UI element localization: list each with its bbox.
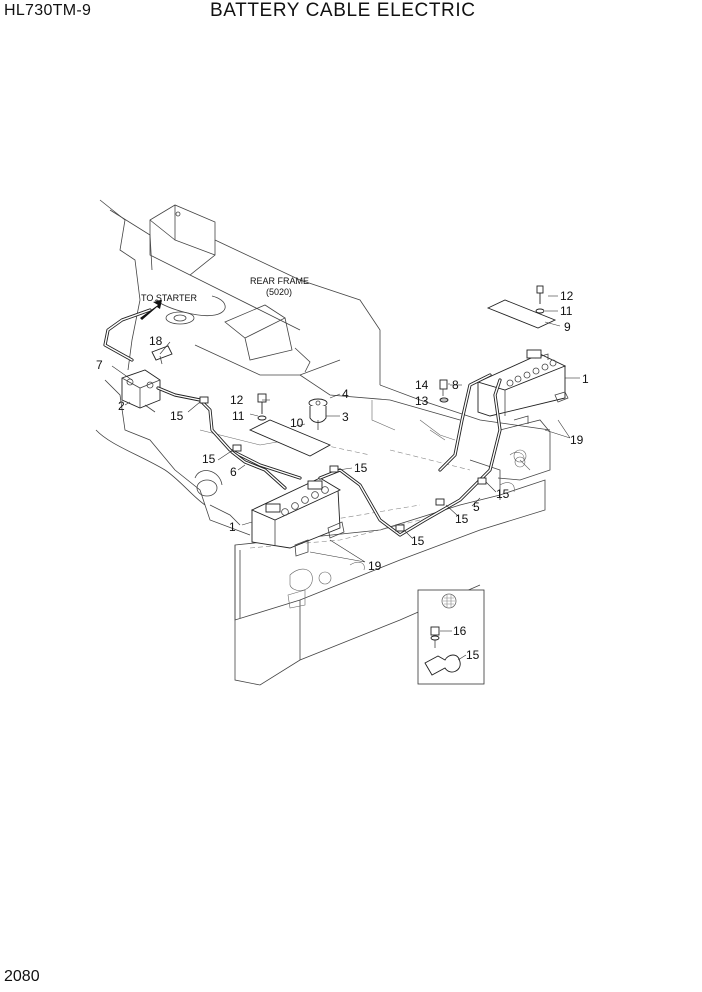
battery-switch xyxy=(308,398,328,430)
rear-frame-code: (5020) xyxy=(266,287,292,297)
callouts: 1 1 2 3 4 5 6 7 8 9 10 11 11 12 12 13 14… xyxy=(96,289,589,573)
detail-callout-15: 15 xyxy=(466,648,480,662)
callout-19-lower: 19 xyxy=(368,559,382,573)
callout-15-c: 15 xyxy=(354,461,368,475)
relay-bracket xyxy=(121,369,161,413)
callout-5: 5 xyxy=(473,500,480,514)
detail-callout-16: 16 xyxy=(453,624,467,638)
cable-clamps xyxy=(199,396,487,532)
leader-lines xyxy=(111,295,580,563)
hold-down-plate-lower xyxy=(248,393,332,457)
callout-6: 6 xyxy=(230,465,237,479)
callout-18: 18 xyxy=(149,334,163,348)
callout-1-upper: 1 xyxy=(582,372,589,386)
callout-12-upper: 12 xyxy=(560,289,574,303)
callout-15-b: 15 xyxy=(202,452,216,466)
callout-14: 14 xyxy=(415,378,429,392)
callout-13: 13 xyxy=(415,394,429,408)
callout-2: 2 xyxy=(118,399,125,413)
battery-upper xyxy=(476,349,569,424)
detail-bolt-icon xyxy=(430,626,440,636)
battery-cables xyxy=(103,300,502,537)
callout-7: 7 xyxy=(96,358,103,372)
callout-11-lower: 11 xyxy=(232,409,245,423)
connector-18 xyxy=(151,345,173,365)
detail-inset: 16 15 xyxy=(417,589,485,685)
bolt-group-center xyxy=(439,379,449,403)
detail-clamp-icon xyxy=(424,654,461,676)
hold-down-plate-upper xyxy=(486,285,557,329)
callout-8: 8 xyxy=(452,378,459,392)
callout-15-d: 15 xyxy=(496,487,510,501)
rear-frame-label: REAR FRAME xyxy=(250,276,309,286)
callout-3: 3 xyxy=(342,410,349,424)
callout-9: 9 xyxy=(564,320,571,334)
page-title: BATTERY CABLE ELECTRIC xyxy=(210,0,476,21)
to-starter-label: TO STARTER xyxy=(141,293,198,303)
callout-11-upper: 11 xyxy=(560,304,573,318)
callout-19-upper: 19 xyxy=(570,433,584,447)
callout-12-lower: 12 xyxy=(230,393,244,407)
callout-15-f: 15 xyxy=(411,534,425,548)
rear-frame xyxy=(95,199,551,686)
callout-4: 4 xyxy=(342,387,349,401)
callout-15-a: 15 xyxy=(170,409,184,423)
battery-lower xyxy=(250,477,345,557)
page-number: 2080 xyxy=(4,968,40,985)
model-number: HL730TM-9 xyxy=(4,2,92,19)
callout-10: 10 xyxy=(290,416,304,430)
callout-15-e: 15 xyxy=(455,512,469,526)
callout-1-lower: 1 xyxy=(229,520,236,534)
